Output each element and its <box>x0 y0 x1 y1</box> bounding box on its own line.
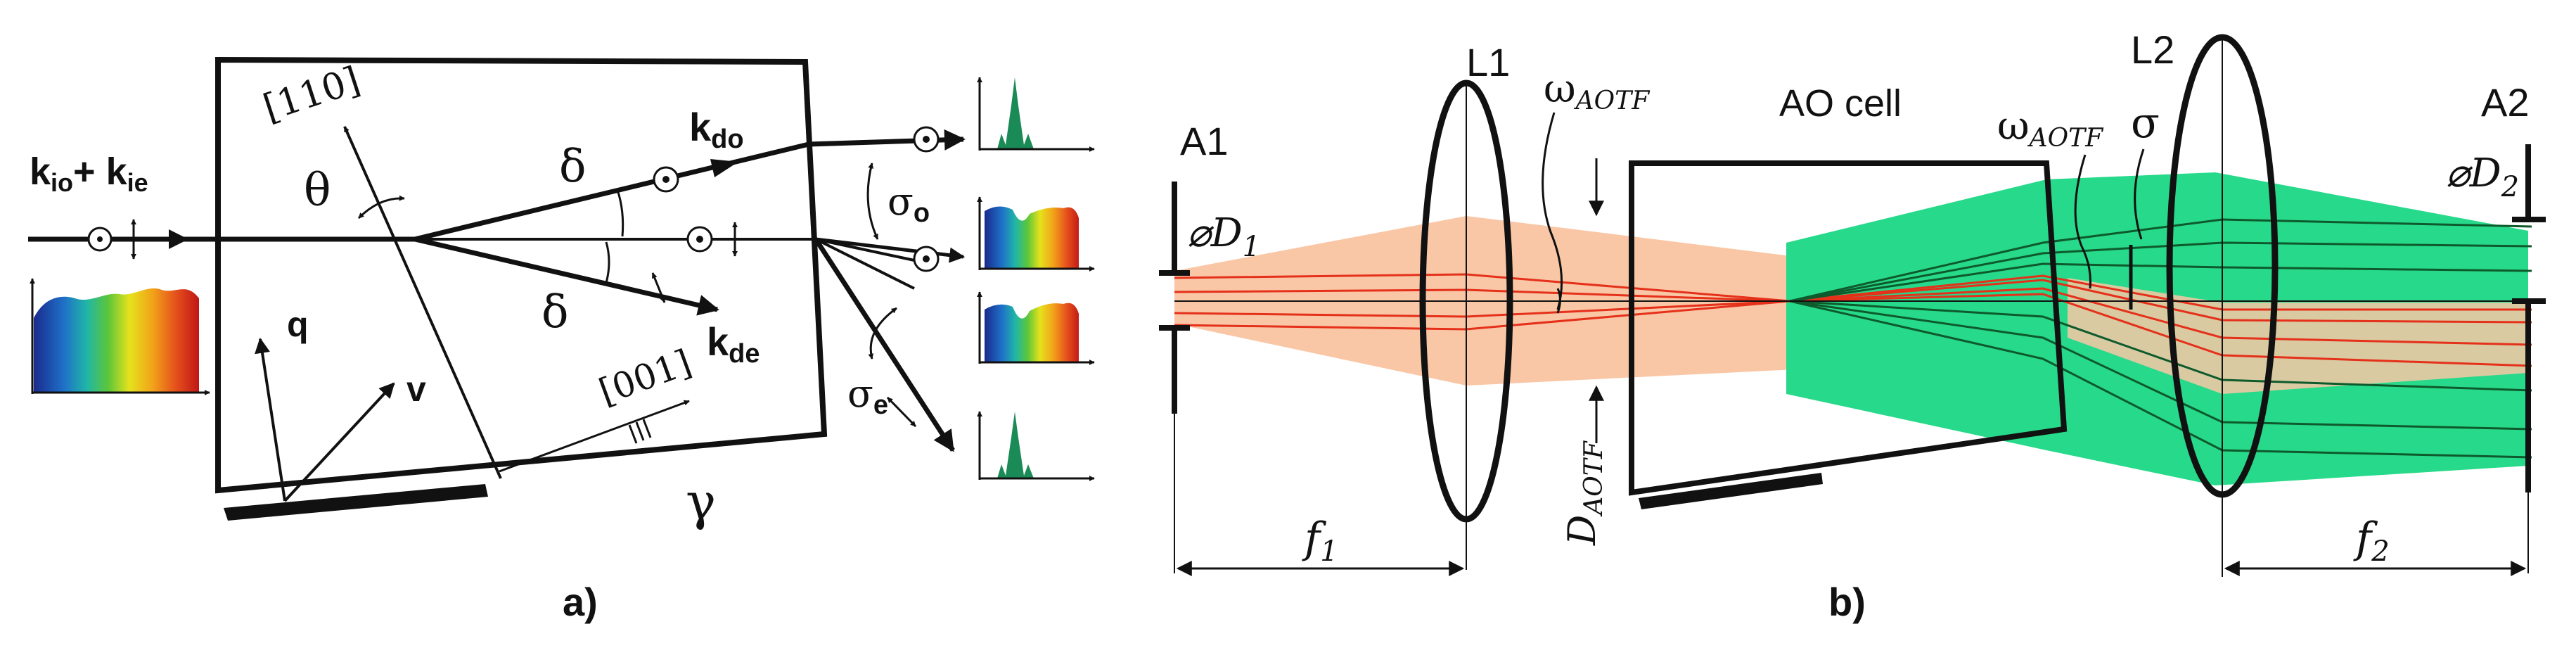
input-beam-label: kio+ kie <box>30 151 148 197</box>
f2-label: f2 <box>2353 514 2390 568</box>
transducer <box>224 484 488 521</box>
v-vector <box>283 382 395 502</box>
axis-001-label: [001] <box>594 342 696 412</box>
k-do-label: kdo <box>689 105 744 154</box>
output-spectrum-1 <box>977 77 1095 152</box>
sigma-e-label: σe <box>847 371 888 420</box>
axis-110 <box>343 126 502 479</box>
d-aotf-label: DAOTF <box>1560 440 1608 546</box>
q-vector <box>255 337 286 502</box>
f1-label: f1 <box>1302 514 1338 568</box>
delta-upper-label: δ <box>559 141 587 193</box>
theta-label: θ <box>304 165 331 217</box>
crystal-outline <box>215 56 828 494</box>
omega-aotf-left-label: ωAOTF <box>1544 66 1651 115</box>
panel-a: kio+ kie [110] θ kdo <box>28 56 1095 624</box>
d2-label: ⌀D2 <box>2446 151 2519 203</box>
input-spectrum <box>30 278 210 395</box>
output-spectrum-2 <box>977 196 1095 272</box>
output-spectrum-4 <box>977 411 1095 481</box>
ray-k-do <box>414 141 809 242</box>
l2-label: L2 <box>2131 27 2174 72</box>
a1-label: A1 <box>1180 119 1229 163</box>
l1-label: L1 <box>1466 40 1510 84</box>
d1-label: ⌀D1 <box>1187 210 1260 263</box>
output-spectrum-3 <box>977 291 1095 365</box>
ao-cell <box>1629 160 2068 496</box>
a2-label: A2 <box>2481 80 2530 125</box>
q-label: q <box>287 305 309 344</box>
caption-a: a) <box>563 580 598 624</box>
axis-110-label: [110] <box>258 59 365 129</box>
delta-lower-label: δ <box>542 286 569 338</box>
omega-aotf-right-label: ωAOTF <box>1997 103 2104 153</box>
ray-k-de <box>414 236 719 316</box>
axis-001 <box>499 400 690 473</box>
sigma-o-label: σo <box>887 179 930 228</box>
sigma-b-label: σ <box>2131 98 2160 148</box>
v-label: v <box>406 369 426 409</box>
ao-cell-transducer <box>1639 473 1823 509</box>
gamma-label: γ <box>686 472 716 531</box>
caption-b: b) <box>1828 580 1866 624</box>
ao-cell-label: AO cell <box>1779 82 1902 125</box>
panel-b: AO cell A1 ⌀D1 L1 ωAOTF DAOTF ωAOTF σ <box>1159 27 2546 624</box>
k-de-label: kde <box>707 319 760 369</box>
